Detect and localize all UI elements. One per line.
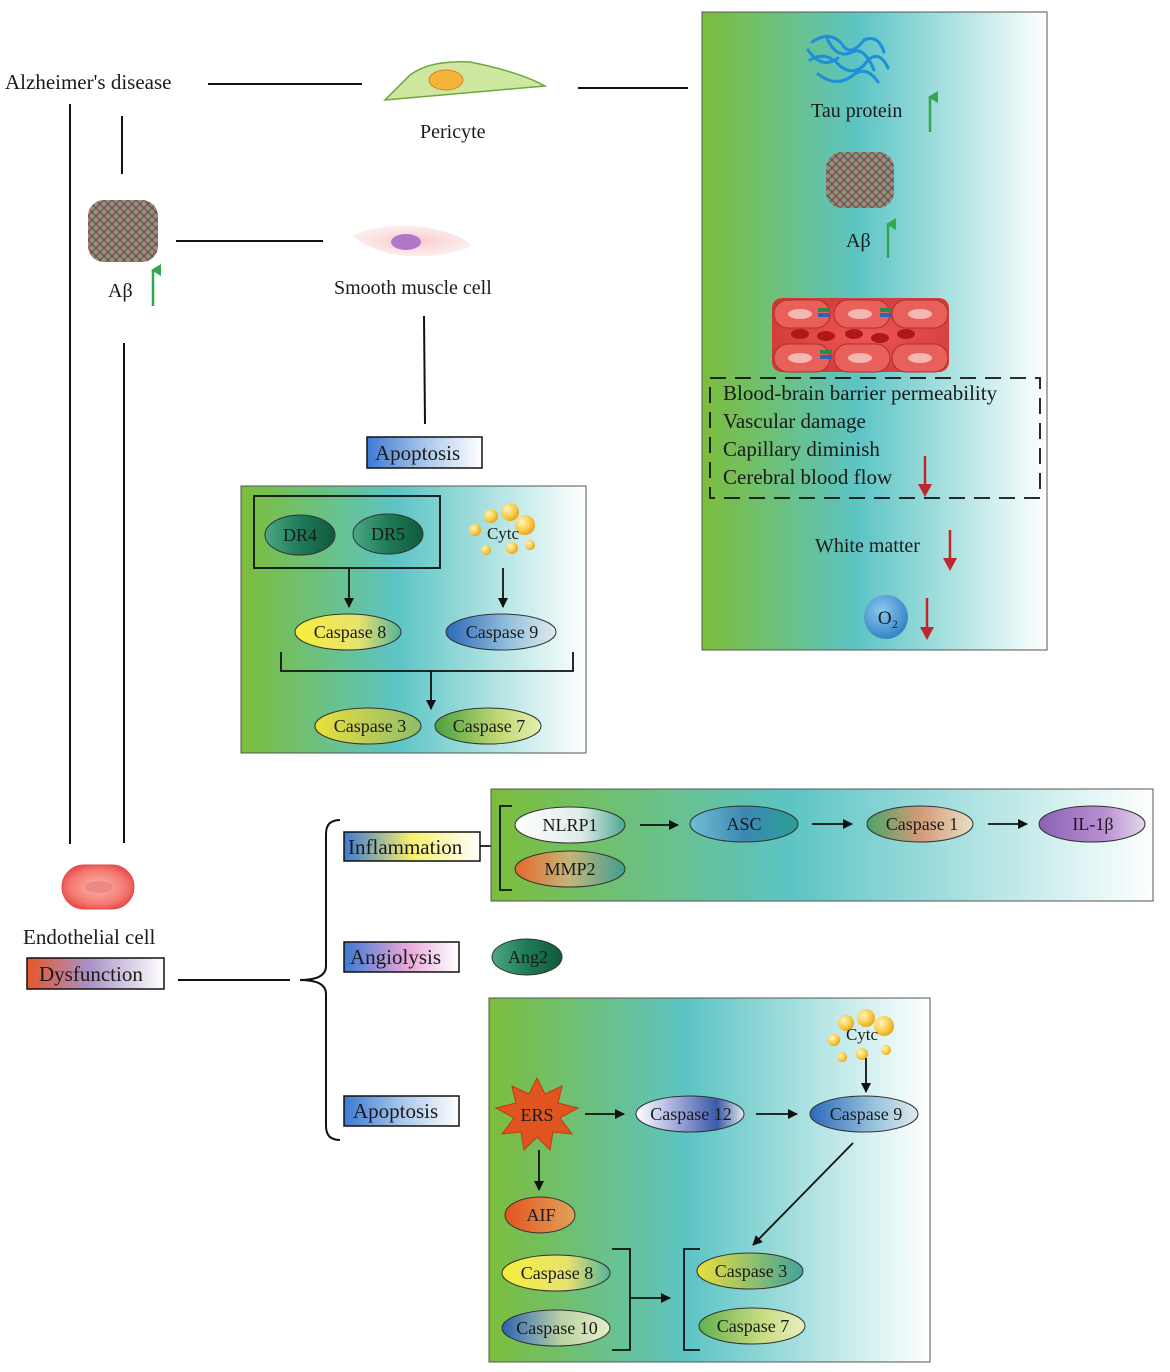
smooth-muscle-cell-image	[352, 225, 472, 257]
tau-protein-image	[806, 34, 890, 84]
abeta-right-label: Aβ	[846, 230, 871, 252]
o2-molecule: O₂	[864, 595, 908, 639]
apoptosis-top-label: Apoptosis	[375, 441, 460, 465]
caspase-1-label: Caspase 1	[886, 814, 958, 834]
cytc-bottom-label: Cytc	[846, 1025, 879, 1044]
main-brace	[299, 819, 341, 1141]
caspase-8-bottom-label: Caspase 8	[521, 1263, 593, 1283]
inflammation-box	[343, 831, 481, 862]
pericyte-cell-image	[383, 61, 548, 101]
bbb-effects-box	[709, 377, 1041, 499]
il-1b-label: IL-1β	[1072, 814, 1113, 834]
connector-smc-apoptosis	[423, 315, 426, 425]
caspase-7-top-label: Caspase 7	[453, 716, 525, 736]
inflammation-bracket	[499, 805, 512, 891]
caspase-7-node-top: Caspase 7	[434, 707, 542, 745]
nlrp1-label: NLRP1	[542, 815, 597, 835]
dr4-label: DR4	[283, 525, 317, 545]
mmp2-label: MMP2	[544, 859, 595, 879]
tau-label: Tau protein	[811, 100, 902, 122]
endothelial-cell-image	[61, 864, 135, 910]
dr5-label: DR5	[371, 524, 405, 544]
caspase-7-bottom-label: Caspase 7	[717, 1316, 789, 1336]
ang2-node: Ang2	[491, 938, 563, 976]
ers-label: ERS	[520, 1105, 553, 1125]
bracket-casp8-9	[280, 652, 574, 672]
caspase-9-top-label: Caspase 9	[466, 622, 538, 642]
bracket-casp3-7	[683, 1248, 700, 1351]
ec-apoptosis-panel	[488, 997, 931, 1363]
arrow-casp9-casp3	[752, 1142, 854, 1246]
caspase-10-node: Caspase 10	[501, 1309, 611, 1347]
asc-node: ASC	[689, 805, 799, 843]
il-1b-node: IL-1β	[1038, 805, 1146, 843]
abeta-label: Aβ	[108, 280, 133, 302]
caspase-8-node-bottom: Caspase 8	[501, 1254, 611, 1292]
aif-label: AIF	[526, 1205, 555, 1225]
inflammation-label: Inflammation	[348, 835, 463, 859]
mmp2-node: MMP2	[514, 850, 626, 888]
angiolysis-box	[343, 941, 460, 973]
white-matter-label: White matter	[815, 535, 920, 557]
caspase-10-label: Caspase 10	[516, 1318, 597, 1338]
bbb-line-3: Capillary diminish	[723, 437, 880, 461]
pericyte-label: Pericyte	[420, 121, 486, 143]
caspase-3-bottom-label: Caspase 3	[715, 1261, 787, 1281]
caspase-3-top-label: Caspase 3	[334, 716, 406, 736]
caspase-9-node-bottom: Caspase 9	[809, 1095, 919, 1133]
dysfunction-label: Dysfunction	[39, 962, 143, 986]
caspase-9-bottom-label: Caspase 9	[830, 1104, 902, 1124]
alzheimers-label: Alzheimer's disease	[5, 70, 171, 94]
dysfunction-box	[26, 957, 165, 990]
angiolysis-label: Angiolysis	[350, 945, 441, 969]
cytc-cluster-bottom: Cytc	[828, 1009, 894, 1062]
asc-label: ASC	[726, 814, 761, 834]
o2-down-arrow	[920, 598, 934, 640]
cytc-top-label: Cytc	[487, 524, 520, 543]
caspase-9-node-top: Caspase 9	[445, 613, 557, 651]
endothelial-label: Endothelial cell	[23, 925, 156, 949]
caspase-12-label: Caspase 12	[650, 1104, 731, 1124]
apoptosis-bottom-label: Apoptosis	[353, 1099, 438, 1123]
caspase-3-node-top: Caspase 3	[314, 707, 422, 745]
caspase-8-top-label: Caspase 8	[314, 622, 386, 642]
cytc-cluster-top: Cytc	[469, 503, 535, 555]
dr4-node: DR4	[264, 514, 336, 556]
death-receptor-box	[253, 495, 441, 569]
caspase-8-node-top: Caspase 8	[294, 613, 402, 651]
blood-vessel-image	[772, 298, 949, 373]
cbf-down-arrow	[918, 456, 932, 497]
bbb-line-1: Blood-brain barrier permeability	[723, 381, 998, 405]
dr5-node: DR5	[352, 513, 424, 555]
white-matter-down-arrow	[943, 530, 957, 571]
ang2-label: Ang2	[508, 947, 548, 967]
apoptosis-bottom-box	[343, 1095, 460, 1127]
bbb-line-2: Vascular damage	[723, 409, 866, 433]
bracket-casp8-10	[612, 1248, 631, 1351]
apoptosis-top-box	[366, 436, 483, 469]
nlrp1-node: NLRP1	[514, 806, 626, 844]
caspase-3-node-bottom: Caspase 3	[696, 1252, 804, 1290]
caspase-7-node-bottom: Caspase 7	[698, 1307, 806, 1345]
abeta-aggregate-image	[88, 200, 158, 262]
caspase-12-node: Caspase 12	[635, 1095, 745, 1133]
ers-node: ERS	[494, 1076, 580, 1152]
bbb-line-4: Cerebral blood flow	[723, 465, 893, 489]
caspase-1-node: Caspase 1	[866, 805, 974, 843]
o2-label: O₂	[878, 608, 898, 629]
smooth-muscle-label: Smooth muscle cell	[334, 277, 492, 299]
abeta-aggregate-right-image	[826, 152, 894, 208]
aif-node: AIF	[504, 1196, 576, 1234]
